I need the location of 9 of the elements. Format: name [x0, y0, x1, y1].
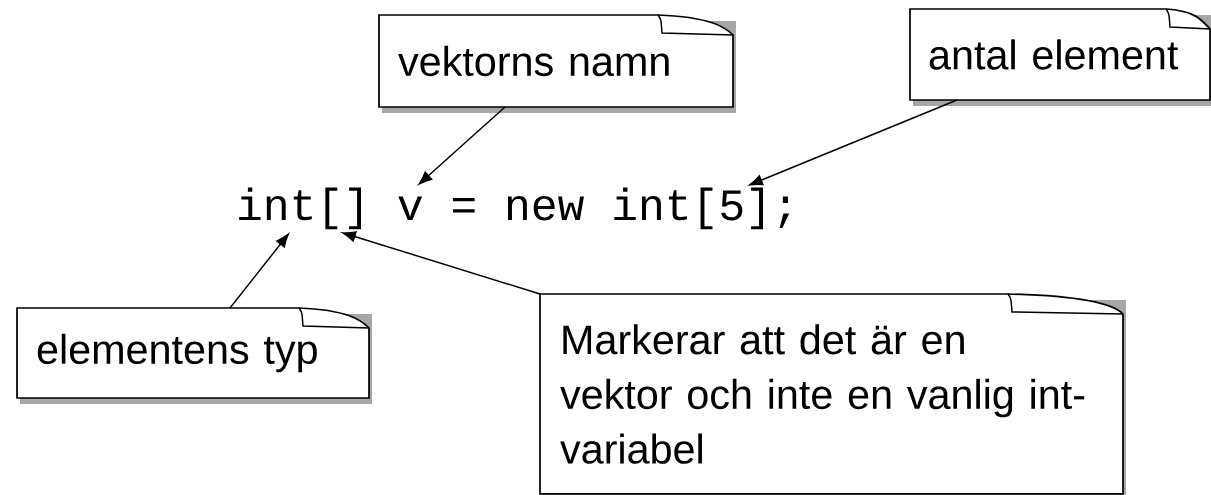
note-box: Markerar att det är en vektor och inte en vanlig int-variabel	[539, 293, 1126, 495]
note-box: antal element	[909, 8, 1211, 106]
note-box: vektorns namn	[378, 14, 736, 113]
leader-arrow	[749, 99, 958, 186]
leader-arrow	[342, 231, 541, 295]
leader-arrow	[229, 233, 289, 309]
note-box: elementens typ	[16, 307, 372, 404]
code-text: int[] v = new int[5];	[239, 187, 790, 230]
leader-arrow	[418, 106, 506, 185]
